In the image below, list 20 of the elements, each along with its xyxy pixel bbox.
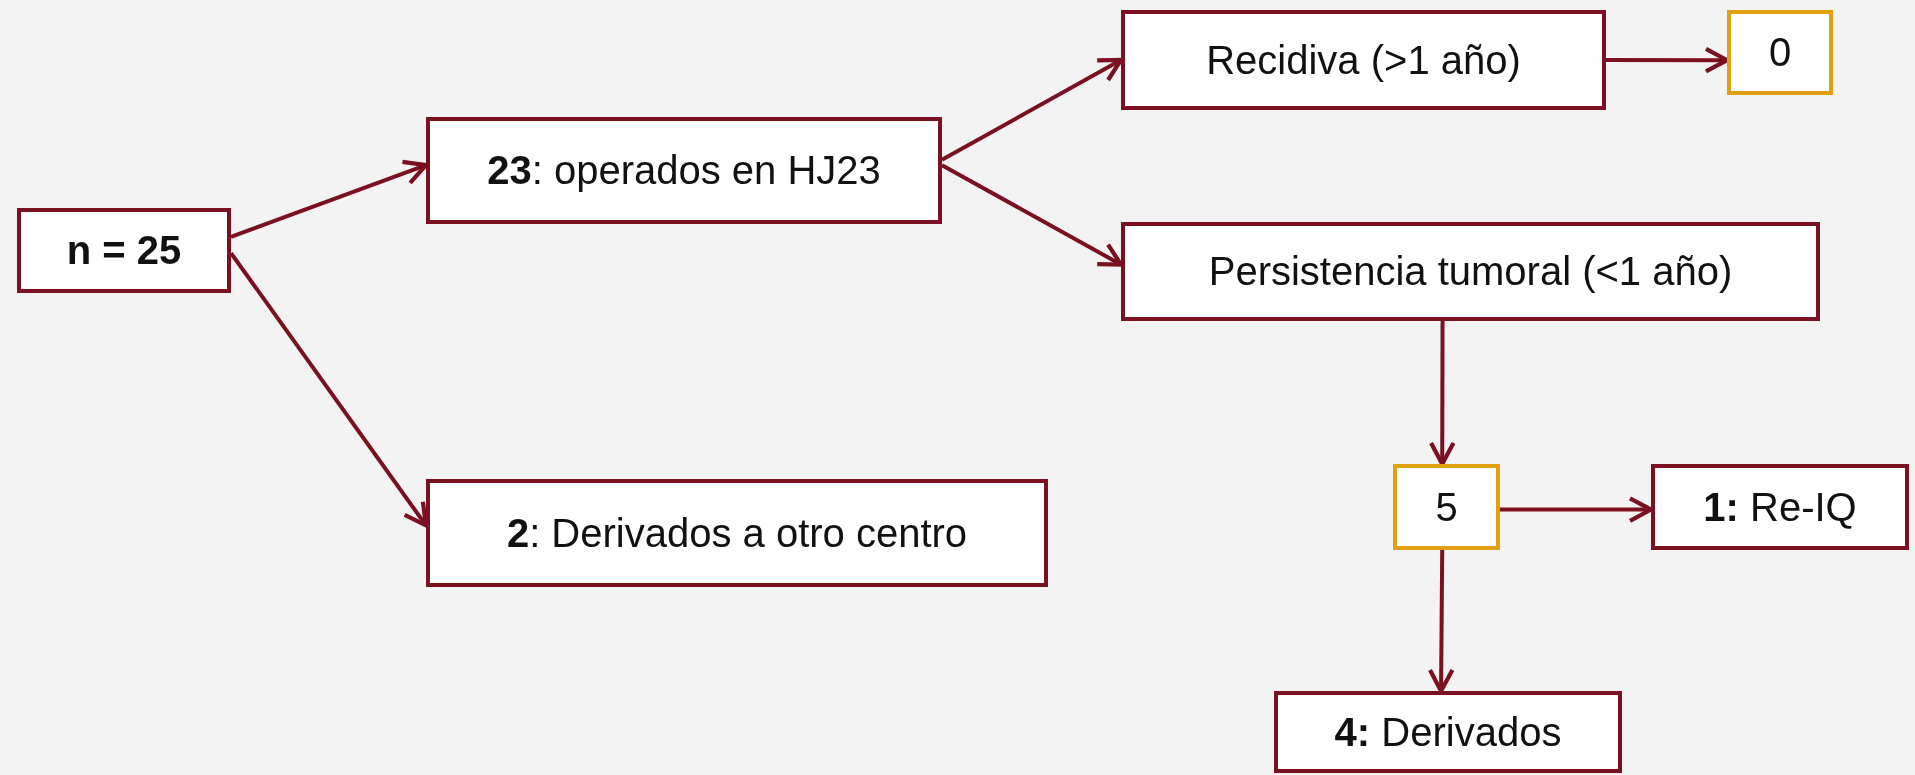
process-box <box>1727 10 1833 95</box>
box-label: 2: Derivados a otro centro <box>506 510 968 556</box>
box-label: 4: Derivados <box>1334 709 1562 755</box>
process-box <box>1121 10 1606 110</box>
process-box <box>426 117 942 224</box>
arrow <box>1428 321 1456 467</box>
process-box <box>17 208 231 293</box>
box-label: Recidiva (>1 año) <box>1206 37 1521 83</box>
process-box <box>1393 464 1500 550</box>
box-label: Persistencia tumoral (<1 año) <box>1208 249 1733 294</box>
process-box <box>426 479 1048 587</box>
process-box <box>1274 691 1622 773</box>
box-label: n = 25 <box>66 228 182 273</box>
process-box <box>1121 222 1820 321</box>
arrow <box>1427 550 1455 694</box>
box-label: 5 <box>1435 484 1458 530</box>
box-label: 23: operados en HJ23 <box>487 148 881 193</box>
process-box <box>1651 464 1909 550</box>
box-label: 0 <box>1768 30 1792 75</box>
box-label: 1: Re-IQ <box>1703 484 1857 530</box>
